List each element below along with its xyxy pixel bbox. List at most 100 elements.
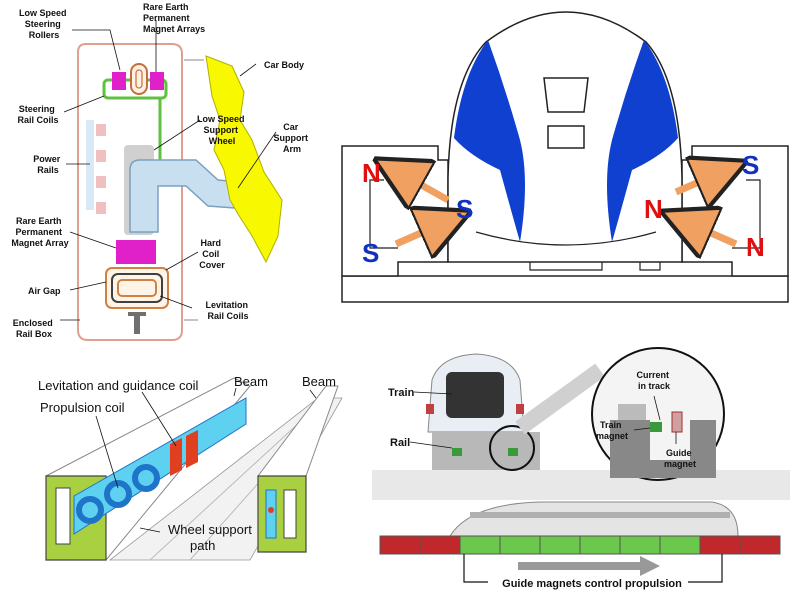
- propulsion-coil-ring: [76, 496, 104, 524]
- label-low-speed-support-wheel: Low Speed Support Wheel: [197, 114, 247, 146]
- leader-train-magnet: [633, 427, 651, 431]
- train-side-windows: [470, 512, 730, 518]
- label-guide-magnet: Guide magnet: [664, 448, 696, 469]
- nose-stripe-left: [454, 40, 525, 242]
- leader-air-gap: [69, 281, 107, 291]
- levitation-guidance-coil-red: [170, 438, 182, 476]
- rare-earth-magnet-array-main: [116, 240, 156, 264]
- track-segment-green: [539, 535, 581, 555]
- rail-magnet-right: [508, 448, 518, 456]
- pole-right-inner: N: [644, 194, 663, 224]
- low-speed-steering-roller: [130, 63, 148, 95]
- nose-panel: [547, 125, 585, 149]
- beam-right-slot: [283, 489, 297, 539]
- undercarriage-left: [529, 262, 603, 271]
- label-air-gap: Air Gap: [28, 286, 61, 296]
- leader-levitation-coils: [159, 295, 193, 309]
- pole-right-bottom: N: [746, 232, 765, 262]
- caption-bg: [488, 576, 688, 590]
- leader-support-arm: [237, 131, 277, 189]
- leader-support-wheel: [153, 119, 201, 151]
- track-segment-green: [579, 535, 621, 555]
- track-segments: [379, 535, 781, 555]
- levitation-guidance-coil-red: [186, 430, 198, 468]
- label-levitation-rail-coils: Levitation Rail Coils: [205, 300, 250, 321]
- pole-right-top: S: [742, 150, 759, 180]
- train-light-left: [426, 404, 434, 414]
- track-segment-red: [739, 535, 781, 555]
- cab-window: [543, 77, 589, 113]
- zoom-train-magnet: [650, 422, 662, 432]
- power-rail-block: [96, 176, 106, 188]
- label-steering-rail-coils: Steering Rail Coils: [17, 104, 58, 125]
- beam-right-face: [257, 475, 307, 553]
- train-side-body: [449, 501, 739, 537]
- enclosed-rail-box-outline: [77, 43, 183, 341]
- beam-right-coil-dot: [268, 507, 274, 513]
- guidance-coil-strip: [73, 397, 247, 535]
- hard-coil-cover: [105, 267, 169, 309]
- power-rail-block: [96, 124, 106, 136]
- label-propulsion-coil: Propulsion coil: [40, 400, 125, 415]
- label-beam-right: Beam: [302, 374, 336, 389]
- propulsion-coil-ring: [104, 480, 132, 508]
- panel-rail-box-cross-section: Low Speed Steering Rollers Rare Earth Pe…: [11, 2, 310, 341]
- label-wheel-support-path: Wheel support path: [168, 522, 255, 553]
- track-segment-red: [419, 535, 461, 555]
- ground-strip: [372, 470, 790, 500]
- label-levitation-guidance-coil: Levitation and guidance coil: [38, 378, 199, 393]
- beam-left-slot: [55, 487, 71, 545]
- leader-rollers: [72, 29, 121, 71]
- leader-train: [413, 391, 453, 395]
- label-current-in-track: Current in track: [636, 370, 671, 391]
- force-arrow-right-top: [674, 172, 722, 192]
- label-low-speed-steering-rollers: Low Speed Steering Rollers: [19, 8, 69, 40]
- label-power-rails: Power Rails: [33, 154, 63, 175]
- leader-rail: [409, 441, 453, 449]
- undercarriage-right: [639, 262, 661, 271]
- leader-coil-cover: [165, 251, 199, 271]
- leader-wheel-support: [139, 527, 161, 533]
- train-windshield: [446, 372, 504, 418]
- propulsion-direction-arrow: [518, 556, 660, 576]
- train-light-right: [516, 404, 524, 414]
- label-rail: Rail: [390, 437, 410, 449]
- leader-magnet-array: [69, 231, 117, 249]
- label-beam-left: Beam: [234, 374, 268, 389]
- leader-beam-right: [309, 389, 317, 399]
- nose-underline: [475, 231, 657, 246]
- force-arrow-left-top: [398, 172, 450, 200]
- power-rail-block: [96, 150, 106, 162]
- leader-current: [653, 395, 661, 421]
- panel-train-front-magnetic-poles: N S S S N N: [341, 11, 789, 303]
- label-hard-coil-cover: Hard Coil Cover: [199, 238, 225, 270]
- track-segment-green: [499, 535, 541, 555]
- rail-base-beam: [128, 312, 146, 334]
- pole-left-inner: S: [456, 194, 473, 224]
- zoom-rail-section: [610, 420, 716, 478]
- guideway-wall-right: [681, 145, 789, 277]
- force-arrow-right-bottom: [686, 222, 738, 244]
- power-rail-block: [96, 202, 106, 214]
- label-car-support-arm: Car Support Arm: [273, 122, 310, 154]
- label-rare-earth-magnet-arrays: Rare Earth Permanent Magnet Arrays: [143, 2, 205, 34]
- roller-inner: [135, 69, 143, 89]
- beam-right-top: [256, 385, 339, 477]
- force-arrow-left-bottom: [394, 222, 446, 244]
- track-segment-red: [379, 535, 421, 555]
- car-body: [205, 55, 283, 264]
- zoom-beam: [515, 363, 605, 435]
- label-guide-magnets-control-propulsion: Guide magnets control propulsion: [502, 578, 682, 590]
- car-support-arm: [129, 159, 263, 233]
- label-enclosed-rail-box: Enclosed Rail Box: [13, 318, 56, 339]
- zoom-train-bogie: [618, 404, 646, 420]
- guideway-wall-left: [341, 145, 449, 277]
- label-rare-earth-magnet-array: Rare Earth Permanent Magnet Array: [11, 216, 68, 248]
- wheel-support-path-surface: [108, 397, 343, 561]
- nose-stripe-right: [607, 40, 678, 242]
- power-rail-strip: [86, 120, 94, 210]
- track-segment-green: [659, 535, 701, 555]
- propulsion-coil-ring: [132, 464, 160, 492]
- leader-beam-left: [233, 387, 237, 397]
